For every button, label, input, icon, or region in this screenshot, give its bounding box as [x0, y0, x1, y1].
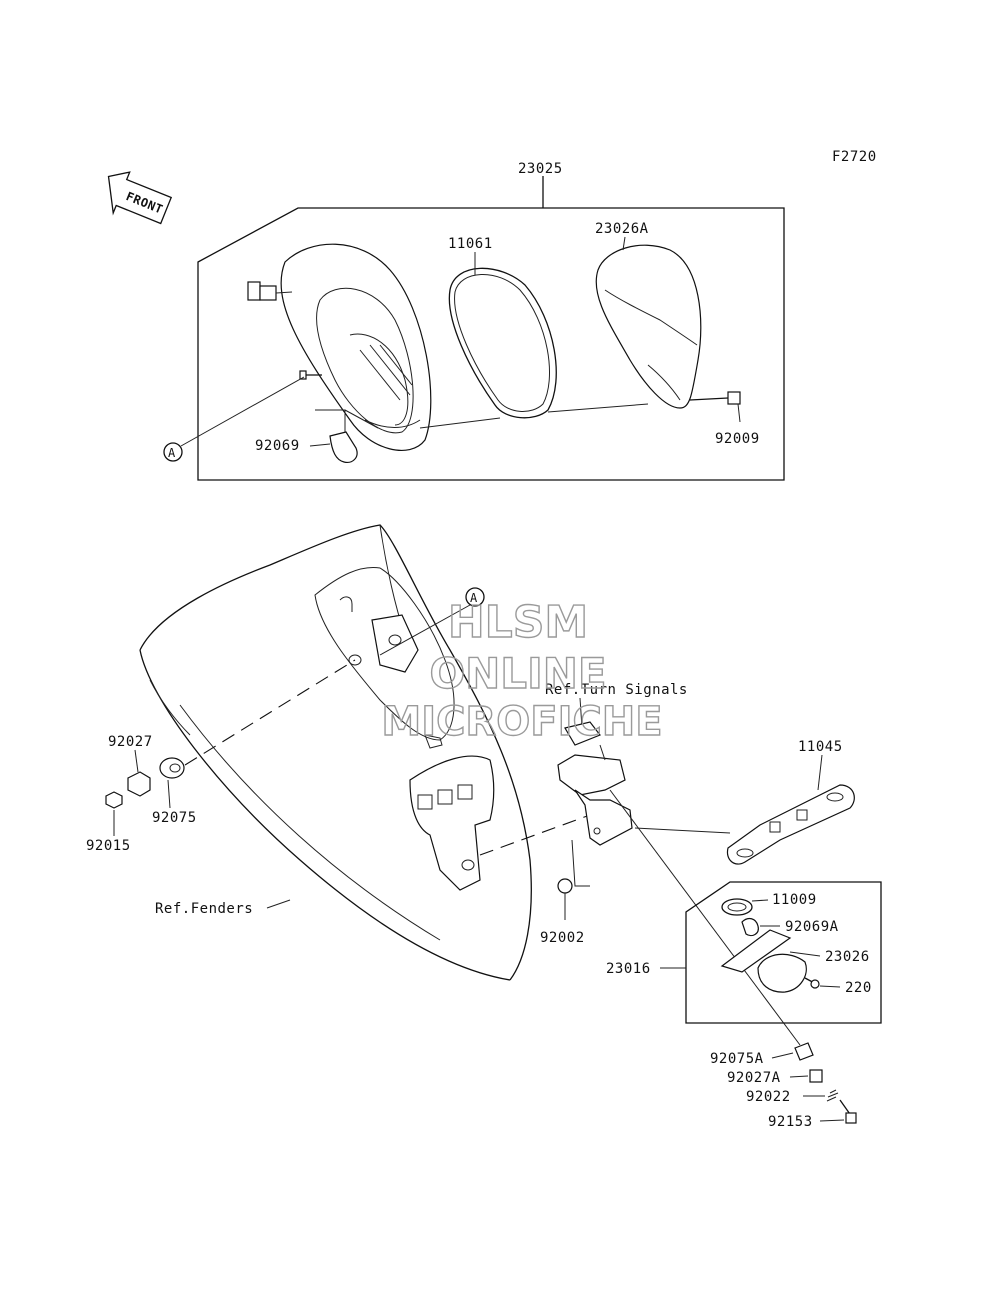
label-92075: 92075: [152, 810, 197, 826]
screw-92009: [689, 391, 741, 423]
bulb-92069: [309, 409, 379, 463]
leader-ref-turn-signals: [579, 697, 583, 729]
grommet-dash-line: [184, 659, 356, 766]
label-92027A: 92027A: [727, 1070, 781, 1086]
marker-a-lower: A: [379, 587, 485, 656]
svg-text:FRONT: FRONT: [124, 189, 165, 216]
label-92069: 92069: [255, 438, 300, 454]
front-arrow-icon: FRONT: [107, 171, 173, 225]
label-92027: 92027: [108, 734, 153, 750]
rear-fender: [139, 524, 532, 981]
watermark: HLSM ONLINE MICROFICHE: [381, 596, 664, 745]
svg-text:A: A: [470, 591, 478, 605]
figure-code: F2720: [832, 149, 877, 165]
wiring-connector: [247, 281, 293, 301]
license-lamp-box: [660, 881, 882, 1024]
bracket-to-11045-line: [634, 827, 731, 834]
housing-stud: [299, 370, 322, 380]
gasket-11061: [448, 252, 557, 419]
grommet-92075: [159, 757, 185, 809]
alignment-line: [419, 403, 649, 429]
label-92022: 92022: [746, 1089, 791, 1105]
tail-light-assembly-box: [197, 176, 785, 481]
bracket-diagonal-line: [609, 789, 801, 1046]
label-11061: 11061: [448, 236, 493, 252]
bulb-92069A: [741, 917, 780, 937]
seal-11009: [721, 898, 769, 916]
nut-92002: [557, 839, 590, 920]
label-92015: 92015: [86, 838, 131, 854]
lamp-23026: [720, 929, 821, 993]
label-11009: 11009: [772, 892, 817, 908]
label-23026A: 23026A: [595, 221, 649, 237]
nut-92027: [127, 749, 151, 797]
grommet-92075A: [771, 1042, 814, 1061]
label-11045: 11045: [798, 739, 843, 755]
bracket-11045: [726, 754, 855, 865]
lens-23026A: [595, 236, 702, 409]
nut-92015: [105, 791, 123, 836]
turn-signal-bracket: [557, 721, 633, 846]
label-220: 220: [845, 980, 872, 996]
tail-light-housing: [280, 243, 432, 451]
marker-a-top: A: [163, 376, 305, 462]
svg-text:MICROFICHE: MICROFICHE: [381, 699, 662, 745]
svg-text:ONLINE: ONLINE: [429, 649, 606, 698]
label-92009: 92009: [715, 431, 760, 447]
label-92075A: 92075A: [710, 1051, 764, 1067]
washer-92022: [803, 1089, 839, 1102]
screw-220: [804, 977, 841, 989]
label-23025: 23025: [518, 161, 563, 177]
label-ref-turn-signals: Ref.Turn Signals: [545, 682, 688, 698]
svg-text:A: A: [168, 446, 176, 460]
label-ref-fenders: Ref.Fenders: [155, 901, 253, 917]
collar-92027A: [789, 1069, 823, 1083]
leader-ref-fenders: [266, 899, 291, 909]
label-92069A: 92069A: [785, 919, 839, 935]
label-92153: 92153: [768, 1114, 813, 1130]
label-23016: 23016: [606, 961, 651, 977]
label-92002: 92002: [540, 930, 585, 946]
bracket-dash-line: [479, 814, 591, 856]
svg-text:HLSM: HLSM: [448, 597, 588, 648]
screw-92153: [819, 1099, 857, 1124]
label-23026: 23026: [825, 949, 870, 965]
